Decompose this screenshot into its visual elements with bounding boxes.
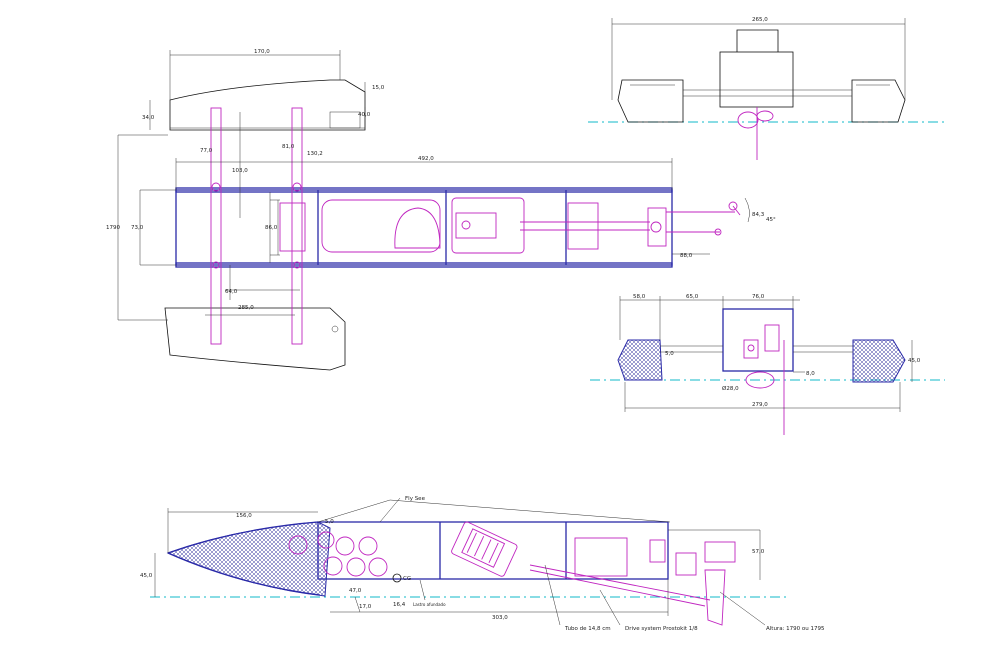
dim-81: 81,0 [282,144,295,150]
dim-angle: 45° [766,217,776,223]
callout-foam: Lastro afundado [413,602,446,607]
side-dim-17: 17,0 [359,604,372,610]
section-dim-e: 45,0 [908,358,921,364]
side-dim-bow: 156,0 [236,513,252,519]
side-dim-small: 5,0 [325,519,334,525]
callout-height: Altura: 1790 ou 1795 [766,626,825,632]
dim-float-len: 285,0 [238,305,254,311]
section-dim-d: 5,0 [665,351,674,357]
side-dim-16: 16,4 [393,602,406,608]
side-dim-height: 57,0 [752,549,765,555]
dim-880: 88,0 [680,253,693,259]
dim-hull-width: 73,0 [131,225,144,231]
dim-860: 86,0 [265,225,278,231]
dim-1030: 103,0 [232,168,248,174]
dim-float-left: 34,0 [142,115,155,121]
section-dim-prop: Ø28,0 [722,385,739,392]
callout-flysee: Fly See [405,496,426,502]
dim-rudder: 84,3 [752,212,765,218]
side-dim-base: 303,0 [492,615,508,621]
front-dim-width: 265,0 [752,17,768,23]
dim-right-b: 40,0 [358,112,371,118]
section-dim-f: 8,0 [806,371,815,377]
section-view: 58,0 65,0 76,0 5,0 45,0 8,0 Ø28,0 279,0 [590,294,945,435]
section-dim-total: 279,0 [752,402,768,408]
front-view: 265,0 [588,17,945,160]
side-view: 156,0 5,0 57,0 45,0 17,0 16,4 47,0 303,0… [140,496,825,632]
side-dim-47: 47,0 [349,588,362,594]
dim-77: 77,0 [200,148,213,154]
dim-length: 492,0 [418,156,434,162]
callout-tube: Tubo de 14,8 cm [564,626,611,632]
section-dim-c: 76,0 [752,294,765,300]
dim-640: 64,0 [225,289,238,295]
dim-total-width: 1790 [106,225,120,231]
top-view: 170,0 34,0 15,0 40,0 77,0 81,0 130,2 492… [106,49,776,371]
side-cg-label: CG [403,576,411,582]
section-dim-a: 58,0 [633,294,646,300]
side-dim-bow-h: 45,0 [140,573,153,579]
dim-right-a: 15,0 [372,85,385,91]
callout-drive: Drive system Prostokit 1/8 [625,626,698,632]
section-dim-b: 65,0 [686,294,699,300]
dim-130: 130,2 [307,151,323,157]
dim-top: 170,0 [254,49,270,55]
